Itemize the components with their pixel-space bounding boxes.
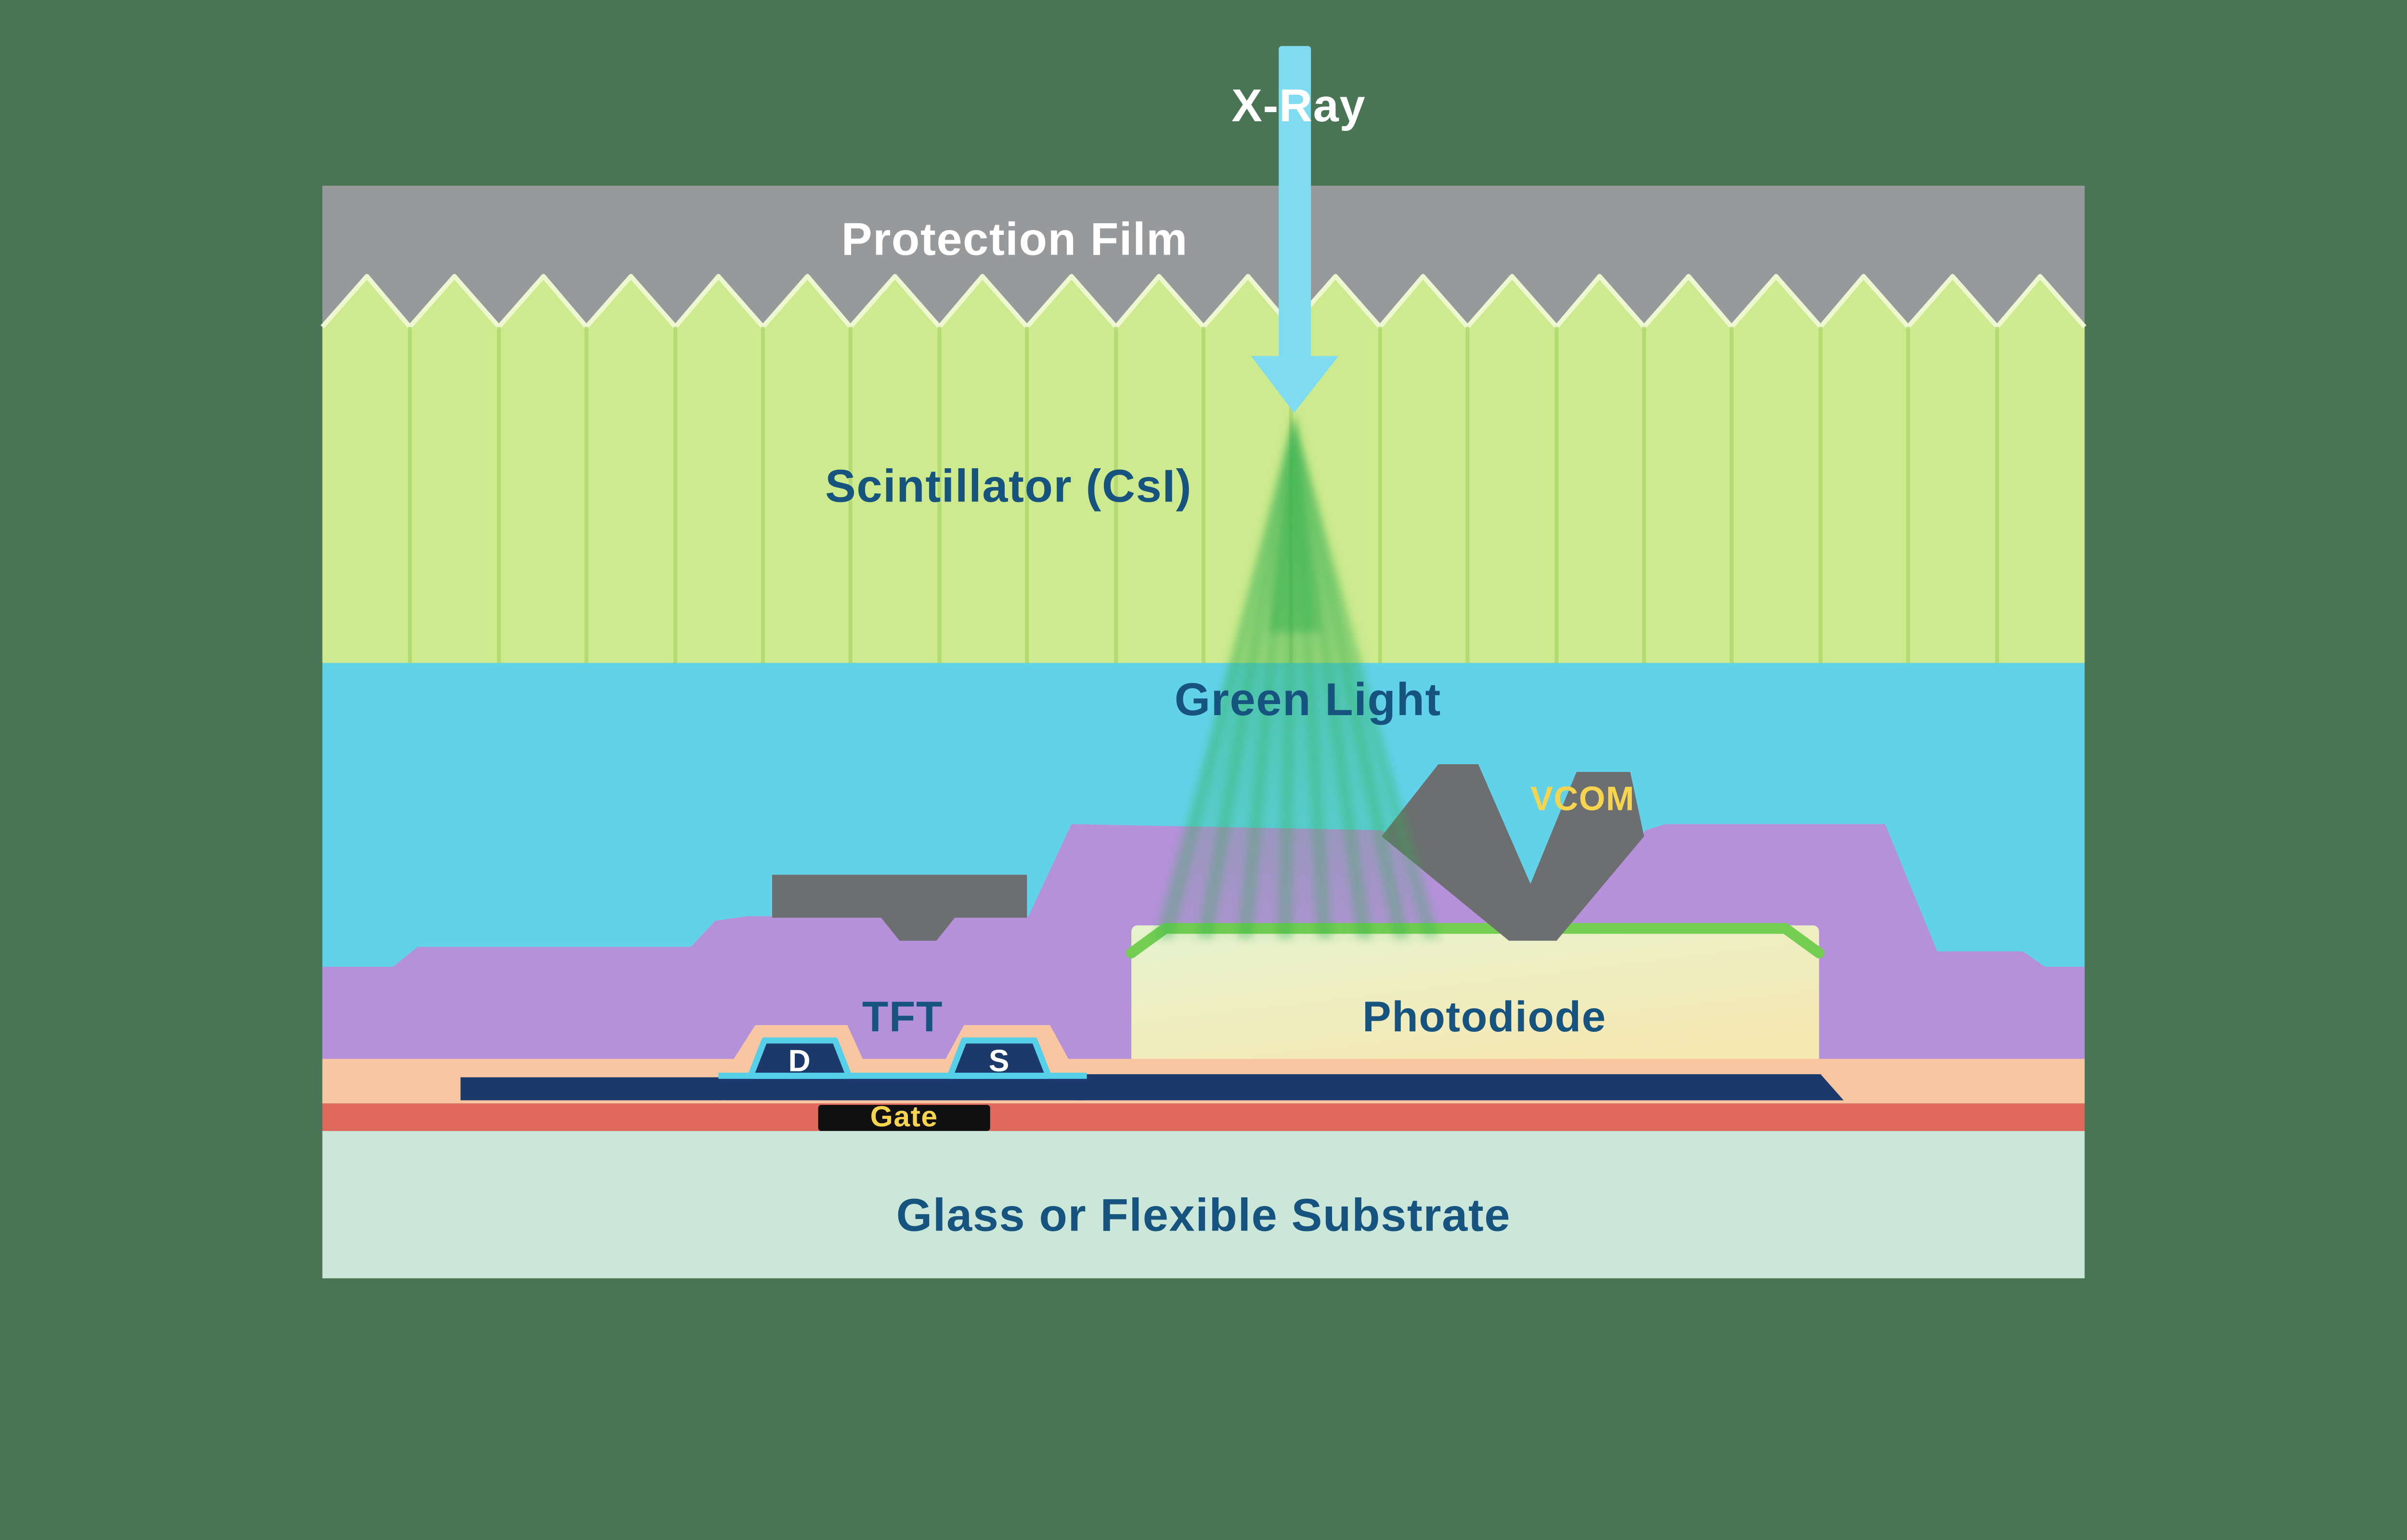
tft-label: TFT bbox=[862, 992, 943, 1040]
gate-label: Gate bbox=[870, 1100, 938, 1133]
tft-source-pad bbox=[947, 1037, 1052, 1079]
tft-source-label: S bbox=[989, 1043, 1010, 1078]
metal-line-tft bbox=[718, 1076, 1087, 1101]
diagram-stage: X-Ray Protection Film Scintillator (CsI)… bbox=[321, 46, 2086, 1279]
xray-arrow-head bbox=[1251, 356, 1339, 413]
xray-detector-diagram: X-Ray Protection Film Scintillator (CsI)… bbox=[321, 46, 2086, 1279]
protection-film-layer bbox=[322, 185, 2085, 329]
scintillator-label: Scintillator (CsI) bbox=[825, 461, 1192, 512]
vcom-label: VCOM bbox=[1530, 780, 1635, 818]
vcom-electrode bbox=[1381, 764, 1644, 941]
photodiode-top-electrode bbox=[1126, 923, 1825, 959]
metal-line-right bbox=[1074, 1074, 1844, 1101]
xray-arrow-shaft bbox=[1279, 46, 1311, 358]
photodiode-body bbox=[1131, 925, 1819, 1075]
green-light-label: Green Light bbox=[1175, 674, 1441, 725]
photodiode-label: Photodiode bbox=[1362, 992, 1606, 1040]
tft-drain-pad bbox=[747, 1037, 852, 1079]
substrate-layer bbox=[322, 1131, 2085, 1279]
metal-line-left bbox=[460, 1077, 722, 1101]
protection-film-label: Protection Film bbox=[841, 213, 1188, 265]
gate-insulator-layer bbox=[322, 1103, 2085, 1131]
substrate-label: Glass or Flexible Substrate bbox=[896, 1189, 1511, 1241]
xray-arrow bbox=[1251, 46, 1339, 413]
gate-electrode bbox=[818, 1104, 990, 1131]
xray-label: X-Ray bbox=[1231, 80, 1366, 131]
left-electrode bbox=[772, 874, 1027, 941]
tft-drain-label: D bbox=[789, 1043, 812, 1078]
